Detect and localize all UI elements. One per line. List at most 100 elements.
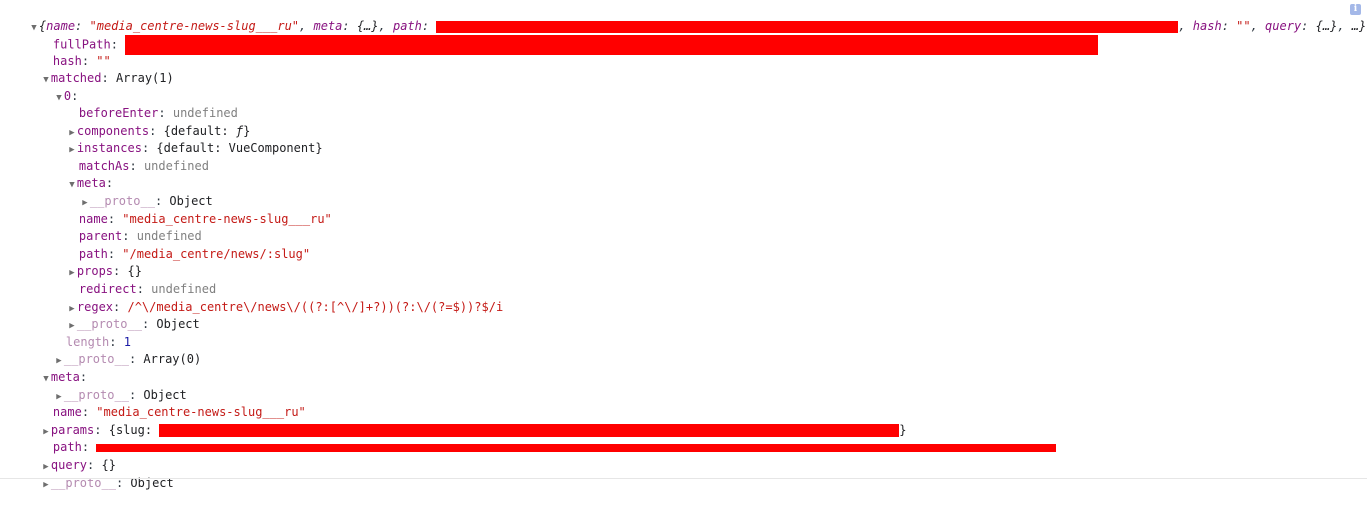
- prop-key: matchAs: [78, 159, 130, 173]
- prop-key: meta: [50, 370, 80, 384]
- prop-row-regex[interactable]: ▶regex: /^\/media_centre\/news\/((?:[^\/…: [38, 282, 503, 314]
- prop-key: __proto__: [76, 317, 142, 331]
- triangle-right-icon[interactable]: ▶: [69, 128, 75, 138]
- prop-value: undefined: [136, 229, 202, 243]
- prop-value: 1: [123, 335, 131, 349]
- prop-value: Object: [169, 194, 213, 208]
- prop-key: query: [50, 458, 88, 472]
- prop-row-props[interactable]: ▶props: {}: [38, 246, 142, 278]
- summary-key-path: path: [392, 19, 422, 33]
- prop-key: hash: [52, 54, 82, 68]
- triangle-right-icon[interactable]: ▶: [69, 145, 75, 155]
- triangle-right-icon[interactable]: ▶: [43, 427, 49, 437]
- redaction-bar: [125, 35, 1099, 55]
- prop-key: params: [50, 423, 95, 437]
- prop-row-meta-proto[interactable]: ▶__proto__: Object: [51, 176, 213, 208]
- prop-value: "": [96, 54, 111, 68]
- prop-key: __proto__: [63, 388, 129, 402]
- prop-value: undefined: [172, 106, 238, 120]
- triangle-right-icon[interactable]: ▶: [56, 392, 62, 402]
- summary-key-query: query: [1265, 19, 1302, 33]
- triangle-down-icon[interactable]: ▼: [56, 93, 62, 103]
- prop-value: "media_centre-news-slug___ru": [96, 405, 306, 419]
- redaction-bar: [96, 443, 1057, 452]
- prop-row-components[interactable]: ▶components: {default: ƒ}: [38, 106, 250, 138]
- summary-open-brace: {: [38, 19, 47, 33]
- prop-key: regex: [76, 300, 114, 314]
- prop-row-matched-proto[interactable]: ▶__proto__: Array(0): [25, 334, 201, 366]
- prop-value: Array(0): [143, 352, 202, 366]
- prop-key: __proto__: [63, 352, 129, 366]
- summary-ellipsis: …}: [1351, 19, 1367, 33]
- prop-key: props: [76, 264, 114, 278]
- prop-key: name: [52, 405, 82, 419]
- prop-key: components: [76, 124, 150, 138]
- close-brace: }: [243, 124, 251, 138]
- triangle-right-icon[interactable]: ▶: [69, 321, 75, 331]
- prop-key: 0: [63, 89, 72, 103]
- summary-value-name: "media_centre-news-slug___ru": [89, 19, 300, 33]
- prop-value: {default:: [163, 124, 236, 138]
- prop-row-params[interactable]: ▶params: {slug: }: [12, 405, 907, 437]
- summary-key-name: name: [46, 19, 76, 33]
- function-symbol: ƒ: [235, 124, 244, 138]
- prop-key: path: [78, 247, 108, 261]
- triangle-down-icon[interactable]: ▼: [43, 75, 49, 85]
- triangle-down-icon[interactable]: ▼: [31, 23, 37, 33]
- triangle-right-icon[interactable]: ▶: [82, 198, 88, 208]
- summary-value-hash: "": [1236, 19, 1251, 33]
- prop-value: Array(1): [115, 71, 174, 85]
- object-summary-row[interactable]: ▼{name: "media_centre-news-slug___ru", m…: [0, 1, 1366, 33]
- prop-row-query[interactable]: ▶query: {}: [12, 440, 116, 472]
- prop-row-beforeenter[interactable]: beforeEnter: undefined: [78, 106, 238, 120]
- summary-value-meta: {…}: [356, 19, 379, 33]
- triangle-right-icon[interactable]: ▶: [43, 480, 49, 490]
- triangle-right-icon[interactable]: ▶: [43, 462, 49, 472]
- prop-row-fullpath[interactable]: fullPath:: [24, 18, 1099, 55]
- prop-row-root-meta-proto[interactable]: ▶__proto__: Object: [25, 370, 187, 402]
- triangle-right-icon[interactable]: ▶: [56, 356, 62, 366]
- prop-row-item-proto[interactable]: ▶__proto__: Object: [38, 299, 200, 331]
- prop-key: __proto__: [50, 476, 116, 490]
- prop-value: {slug:: [108, 423, 160, 437]
- prop-row-root-proto[interactable]: ▶__proto__: Object: [12, 458, 174, 490]
- triangle-down-icon[interactable]: ▼: [69, 180, 75, 190]
- prop-value: {}: [127, 264, 142, 278]
- close-brace: }: [899, 423, 907, 437]
- prop-key: path: [52, 440, 82, 454]
- prop-row-meta[interactable]: ▼meta:: [38, 158, 113, 190]
- prop-row-matchas[interactable]: matchAs: undefined: [78, 159, 209, 173]
- prop-value: "/media_centre/news/:slug": [122, 247, 311, 261]
- prop-row-length[interactable]: length: 1: [65, 335, 131, 349]
- prop-value: undefined: [143, 159, 209, 173]
- prop-row-root-meta[interactable]: ▼meta:: [12, 352, 87, 384]
- prop-row-instances[interactable]: ▶instances: {default: VueComponent}: [38, 123, 322, 155]
- prop-value: Object: [156, 317, 200, 331]
- prop-key: parent: [78, 229, 123, 243]
- summary-key-hash: hash: [1192, 19, 1222, 33]
- prop-key: fullPath: [52, 37, 111, 52]
- summary-value-query: {…}: [1315, 19, 1338, 33]
- triangle-right-icon[interactable]: ▶: [69, 304, 75, 314]
- triangle-right-icon[interactable]: ▶: [69, 268, 75, 278]
- devtools-console: ▼{name: "media_centre-news-slug___ru", m…: [0, 1, 1367, 490]
- prop-value: /^\/media_centre\/news\/((?:[^\/]+?))(?:…: [127, 300, 504, 314]
- prop-key: meta: [76, 176, 106, 190]
- prop-key: length: [65, 335, 110, 349]
- info-icon[interactable]: i: [1350, 4, 1361, 15]
- prop-value: Object: [130, 476, 174, 490]
- prop-row-root-path[interactable]: path:: [24, 422, 1057, 454]
- prop-row-root-name[interactable]: name: "media_centre-news-slug___ru": [52, 405, 306, 419]
- prop-value: {default: VueComponent}: [156, 141, 323, 155]
- prop-row-redirect[interactable]: redirect: undefined: [78, 282, 217, 296]
- prop-key: name: [78, 212, 108, 226]
- prop-row-matched[interactable]: ▼matched: Array(1): [12, 53, 174, 85]
- prop-row-index-0[interactable]: ▼0:: [25, 71, 78, 103]
- prop-row-path[interactable]: path: "/media_centre/news/:slug": [78, 247, 311, 261]
- prop-row-name[interactable]: name: "media_centre-news-slug___ru": [78, 212, 332, 226]
- prop-row-hash[interactable]: hash: "": [52, 54, 111, 68]
- prop-row-parent[interactable]: parent: undefined: [78, 229, 202, 243]
- triangle-down-icon[interactable]: ▼: [43, 374, 49, 384]
- prop-key: instances: [76, 141, 142, 155]
- prop-key: beforeEnter: [78, 106, 159, 120]
